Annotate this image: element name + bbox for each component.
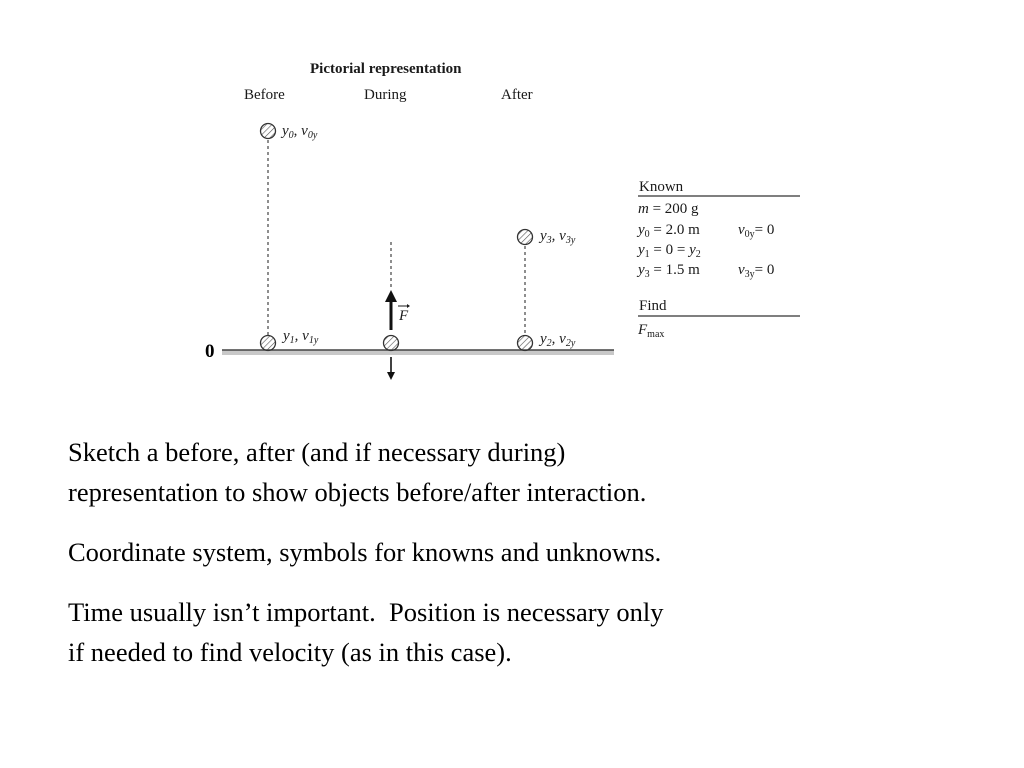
ball-after-bottom bbox=[516, 334, 534, 352]
ball-before-bottom bbox=[259, 334, 277, 352]
label-y2-v2y: y2, v2y bbox=[538, 331, 576, 349]
phase-before-label: Before bbox=[244, 87, 285, 103]
paragraph-time-line-2: if needed to find velocity (as in this c… bbox=[68, 637, 512, 667]
phase-during-label: During bbox=[364, 87, 407, 103]
label-y3-v3y: y3, v3y bbox=[538, 228, 576, 246]
phase-after-label: After bbox=[501, 87, 533, 103]
find-header: Find bbox=[639, 298, 667, 314]
known-mass: m = 200 g bbox=[638, 201, 699, 217]
ball-during bbox=[382, 334, 400, 352]
force-vector-bar-tip bbox=[407, 304, 410, 308]
paragraph-sketch-line-2: representation to show objects before/af… bbox=[68, 477, 647, 507]
paragraph-sketch-line-1: Sketch a before, after (and if necessary… bbox=[68, 437, 566, 467]
paragraph-sketch: Sketch a before, after (and if necessary… bbox=[68, 432, 868, 512]
ball-after-top bbox=[516, 228, 534, 246]
force-arrow-head bbox=[385, 290, 397, 302]
paragraph-time-line-1: Time usually isn’t important. Position i… bbox=[68, 597, 664, 627]
force-label: F bbox=[398, 308, 409, 324]
origin-label: 0 bbox=[205, 341, 215, 362]
ball-before-top bbox=[259, 122, 277, 140]
known-v3y: v3y= 0 bbox=[738, 262, 774, 280]
slide-body-text: Sketch a before, after (and if necessary… bbox=[68, 432, 868, 692]
paragraph-time: Time usually isn’t important. Position i… bbox=[68, 592, 868, 672]
known-v0y: v0y= 0 bbox=[738, 222, 774, 240]
known-y0: y0 = 2.0 m bbox=[636, 222, 700, 240]
ground-surface bbox=[222, 350, 614, 355]
known-y1-y2: y1 = 0 = y2 bbox=[636, 242, 701, 260]
paragraph-coordinate-system: Coordinate system, symbols for knowns an… bbox=[68, 537, 662, 567]
known-header: Known bbox=[639, 179, 684, 195]
normal-arrow-head bbox=[387, 372, 395, 380]
pictorial-representation-diagram: Pictorial representation Before During A… bbox=[205, 61, 800, 380]
find-fmax: Fmax bbox=[637, 322, 664, 340]
diagram-title: Pictorial representation bbox=[310, 61, 462, 77]
label-y1-v1y: y1, v1y bbox=[281, 328, 319, 346]
known-y3: y3 = 1.5 m bbox=[636, 262, 700, 280]
label-y0-v0y: y0, v0y bbox=[280, 123, 318, 141]
